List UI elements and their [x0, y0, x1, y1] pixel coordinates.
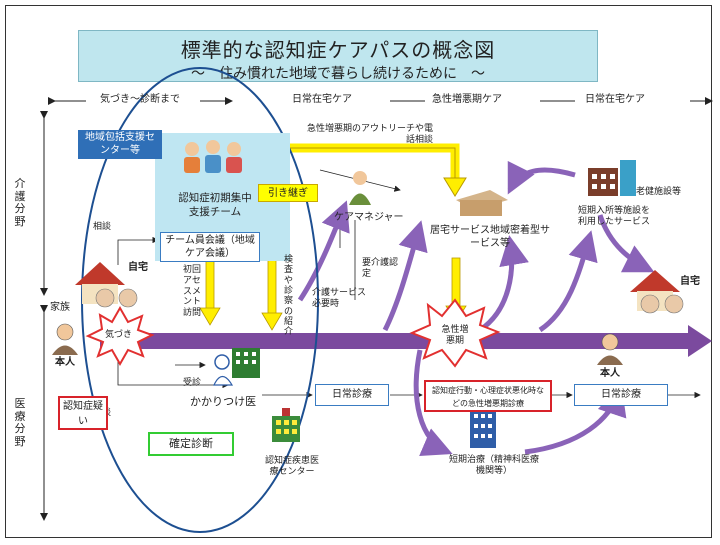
- hospital-icon-center: [272, 408, 300, 442]
- diagram-title: 標準的な認知症ケアパスの概念図: [180, 38, 496, 62]
- care-manager-label: ケアマネジャー: [334, 212, 404, 223]
- gp-label: かかりつけ医: [190, 395, 257, 408]
- hospital-icon-gp: [232, 348, 260, 378]
- diagnosis-box: 確定診断: [148, 432, 234, 456]
- phase-daily-2: 日常在宅ケア: [585, 94, 645, 105]
- diagram-frame: [5, 5, 712, 538]
- phase-acute: 急性増悪期ケア: [432, 94, 502, 105]
- daily-medical-box-2: 日常診療: [574, 384, 668, 406]
- home-label-1: 自宅: [128, 262, 148, 273]
- kizuki-label: 気づき: [105, 330, 133, 340]
- daily-medical-box-1: 日常診療: [315, 384, 389, 406]
- group-people-icon: [184, 140, 242, 173]
- person-icon-patient2: [597, 333, 623, 365]
- person-icon-family: [95, 288, 684, 314]
- support-center-label: 地域包括支援センター等: [78, 130, 162, 159]
- initial-assessment-label: 初回アセスメント訪問: [183, 265, 202, 319]
- service-need-label: 介護サービス必要時: [312, 288, 367, 309]
- suspect-box: 認知症疑い: [58, 396, 108, 430]
- person-label-2: 本人: [600, 368, 620, 379]
- building-icon-facility: [588, 160, 636, 196]
- care-axis-label: 介護分野: [13, 177, 27, 229]
- team-meeting-box: チーム員会議（地域ケア会議）: [160, 232, 260, 262]
- home-service-label: 居宅サービス地域密着型サービス等: [430, 225, 550, 249]
- facility-label: 老健施設等: [636, 187, 682, 197]
- exam-intro-label: 検査や診察の紹介: [284, 255, 294, 338]
- short-stay-label: 短期入所等施設を利用したサービス: [578, 206, 651, 228]
- house-icon-service: [456, 190, 508, 216]
- title-banner: 標準的な認知症ケアパスの概念図 ～ 住み慣れた地域で暮らし続けるために ～: [78, 30, 598, 82]
- doctor-icon: [213, 354, 234, 386]
- home-label-2: 自宅: [680, 276, 700, 287]
- person-icon-caremanager: [349, 171, 371, 205]
- short-term-treatment-label: 短期治療（精神科医療機関等）: [448, 455, 539, 476]
- handover-tag: 引き継ぎ: [258, 184, 318, 202]
- acute-burst: [409, 298, 501, 368]
- person-label-1: 本人: [55, 357, 75, 368]
- timeline-bar: [100, 333, 690, 349]
- acute-burst-label: 急性増悪期: [441, 325, 469, 346]
- team-label: 認知症初期集中支援チーム: [178, 192, 252, 218]
- visit-label: 受診: [183, 378, 202, 388]
- timeline-arrowhead: [688, 325, 712, 357]
- phase-awareness: 気づき～診断まで: [100, 94, 180, 105]
- medical-axis-label: 医療分野: [13, 397, 27, 449]
- outreach-label: 急性増悪期のアウトリーチや電話相談: [306, 124, 433, 145]
- phase-daily-1: 日常在宅ケア: [292, 94, 352, 105]
- family-label: 家族: [50, 302, 70, 313]
- person-icon-patient1: [52, 323, 78, 355]
- medical-center-label: 認知症疾患医療センター: [264, 456, 319, 477]
- diagram-subtitle: ～ 住み慣れた地域で暮らし続けるために ～: [191, 66, 485, 82]
- care-cert-label: 要介護認定: [362, 258, 399, 279]
- acute-treatment-box: 認知症行動・心理症状悪化時などの急性増悪期診療: [424, 380, 552, 412]
- kizuki-burst: [85, 305, 155, 367]
- consult-label-1: 相談: [93, 222, 112, 232]
- hospital-icon-psych: [470, 400, 496, 448]
